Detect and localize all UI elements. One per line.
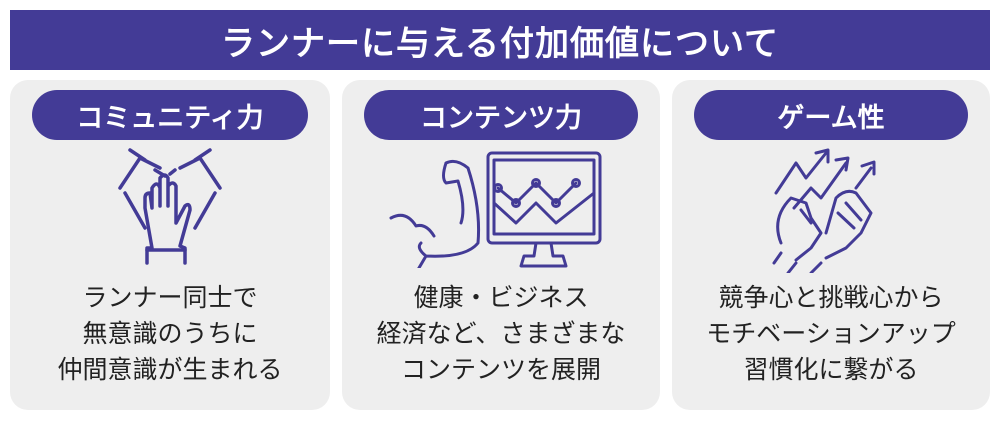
page-title: ランナーに与える付加価値について [10,10,990,70]
card-line: 競争心と挑戦心から [718,283,944,312]
card-community: コミュニティ力 ランナー同士で 無意識のうちに 仲間意識が生まれる [10,80,330,410]
card-line: 習慣化に繋がる [743,355,919,384]
card-heading: コミュニティ力 [32,90,308,140]
card-line: コンテンツを展開 [400,355,601,384]
card-line: 無意識のうちに [82,319,258,348]
card-line: 仲間意識が生まれる [57,355,283,384]
card-heading: ゲーム性 [694,90,968,140]
card-line: ランナー同士で [82,283,258,312]
card-line: 経済など、さまざまな [376,319,626,348]
fists-rising-arrows-icon [772,148,876,273]
card-line: モチベーションアップ [706,319,956,348]
card-line: 健康・ビジネス [413,283,589,312]
card-game: ゲーム性 競争心と挑戦心から モチベーションアップ 習慣化に繋がる [672,80,990,410]
muscle-and-monitor-chart-icon [389,151,602,268]
card-heading: コンテンツ力 [364,90,638,140]
hands-together-icon [118,148,222,265]
card-content: コンテンツ力 健康・ビジネス 経済など、さまざまな コンテンツを展開 [342,80,660,410]
